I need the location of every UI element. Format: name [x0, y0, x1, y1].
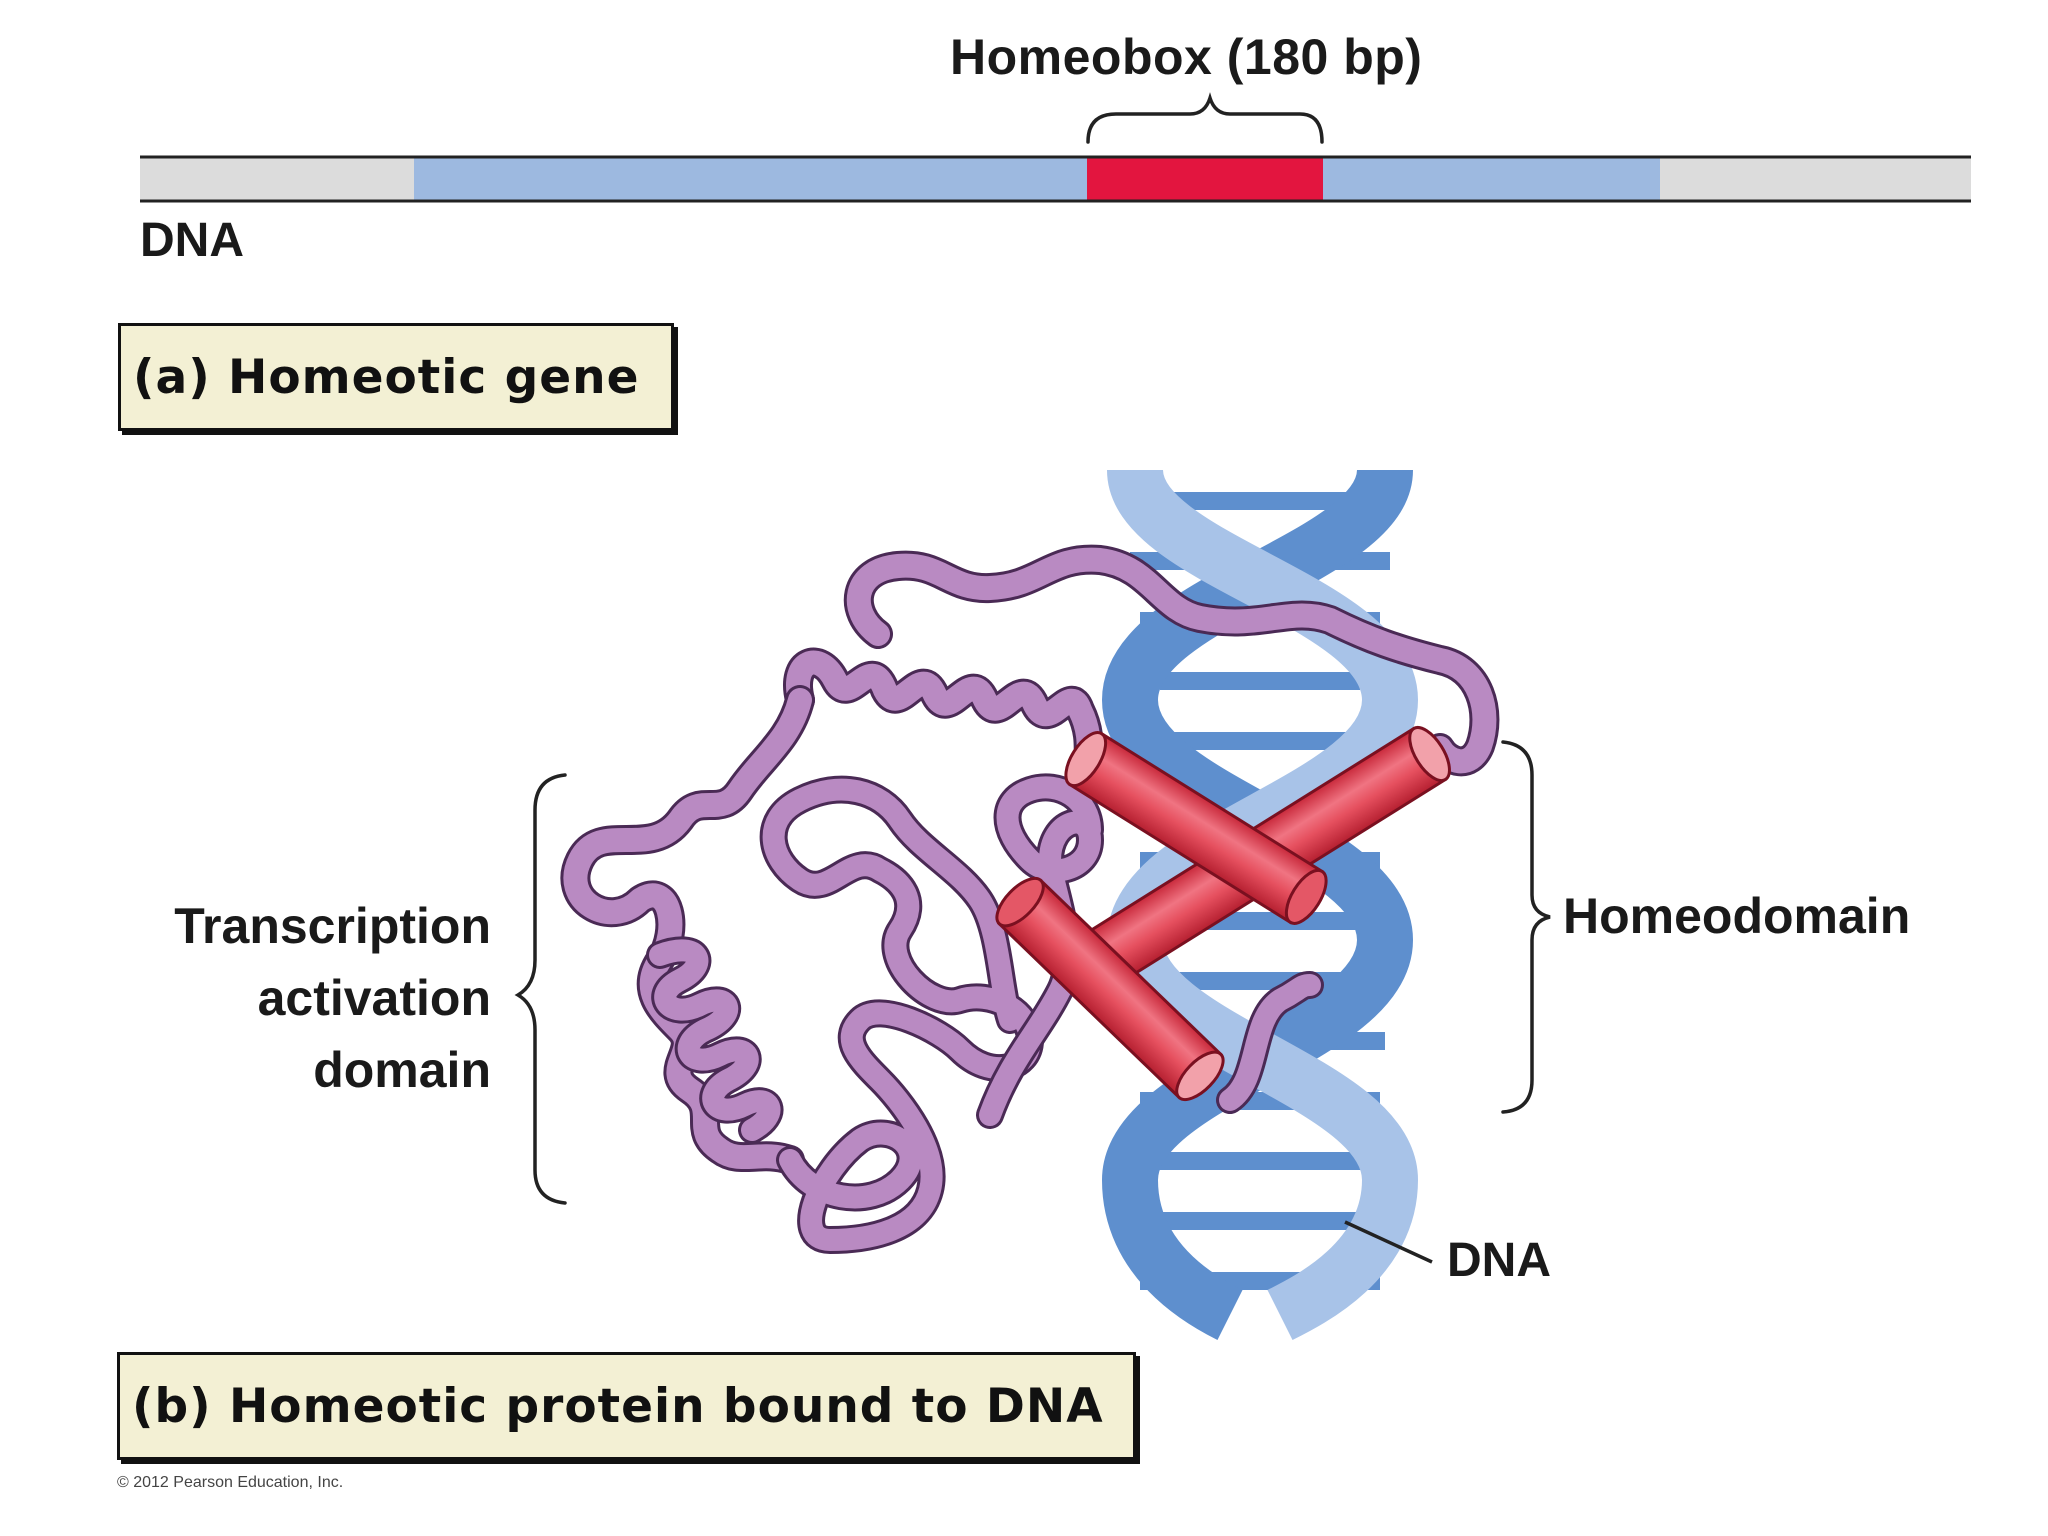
coding-region-right: [1323, 157, 1660, 201]
copyright-notice: © 2012 Pearson Education, Inc.: [117, 1474, 344, 1491]
homeobox-label: Homeobox (180 bp): [950, 29, 1423, 85]
alpha-helix-top: [1064, 731, 1328, 925]
flank-region-right: [1660, 157, 1971, 201]
activation-domain-label: Transcription activation domain: [174, 890, 491, 1106]
activation-domain-line-2: activation: [257, 970, 491, 1026]
gene-bar: [140, 155, 1971, 203]
panel-a-caption: (a) Homeotic gene: [118, 323, 674, 431]
coding-region-left: [414, 157, 1087, 201]
dna-pointer-line: [1344, 1220, 1433, 1264]
flank-region-left: [140, 157, 414, 201]
panel-a-title: (a) Homeotic gene: [133, 349, 640, 405]
gene-dna-label: DNA: [140, 214, 244, 267]
homeobox-brace: [1086, 92, 1324, 144]
alpha-helix-lower: [995, 876, 1225, 1102]
panel-b-title: (b) Homeotic protein bound to DNA: [132, 1378, 1104, 1434]
protein-chain: [560, 544, 1500, 1254]
homeodomain-brace: [1501, 740, 1551, 1114]
helix-dna-label: DNA: [1447, 1234, 1551, 1287]
homeobox-segment: [1087, 157, 1323, 201]
activation-domain-line-3: domain: [313, 1042, 491, 1098]
activation-domain-line-1: Transcription: [174, 898, 491, 954]
homeodomain-label: Homeodomain: [1563, 888, 1911, 944]
alpha-helices: [995, 726, 1451, 1102]
panel-b-caption: (b) Homeotic protein bound to DNA: [117, 1352, 1136, 1460]
activation-domain-brace: [514, 773, 567, 1205]
